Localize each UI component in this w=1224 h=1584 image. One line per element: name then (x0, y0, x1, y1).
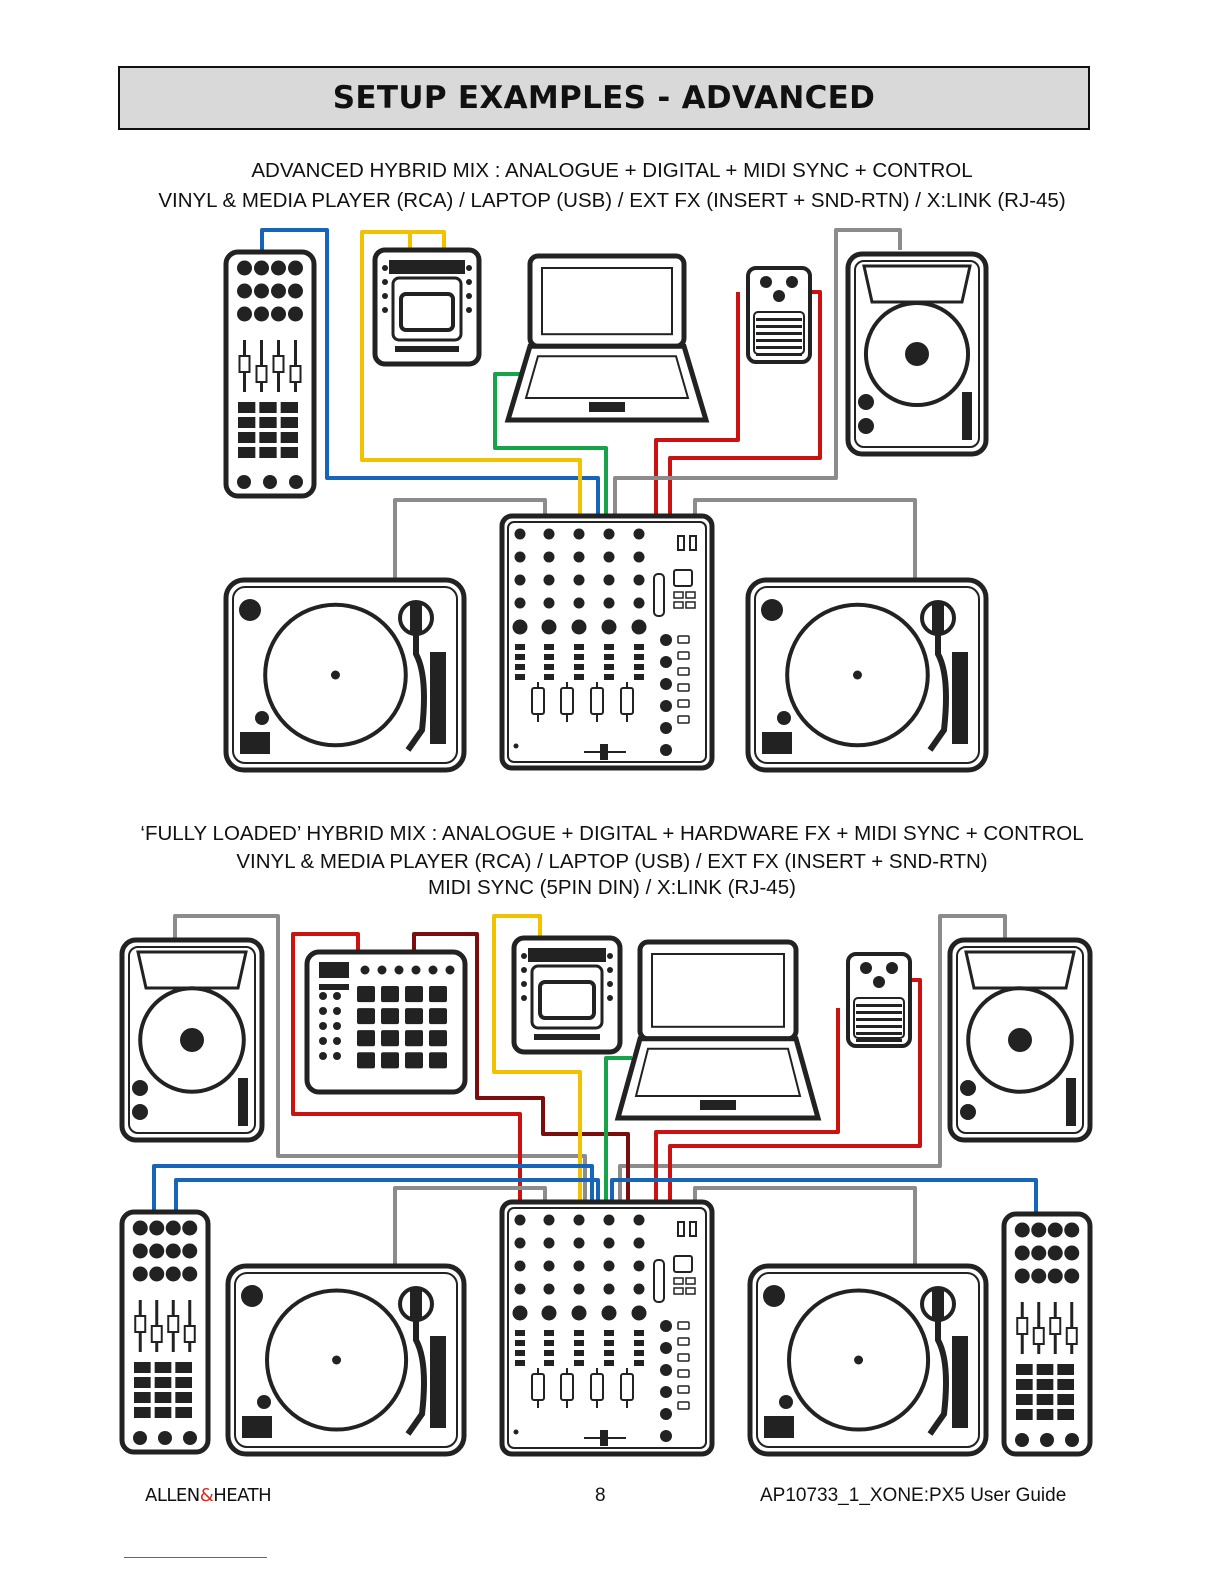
example2-caption-line3: MIDI SYNC (5PIN DIN) / X:LINK (RJ-45) (428, 876, 796, 899)
example2-caption-line2: VINYL & MEDIA PLAYER (RCA) / LAPTOP (USB… (236, 850, 988, 873)
example2-caption-line1: ‘FULLY LOADED’ HYBRID MIX : ANALOGUE + D… (140, 822, 1084, 845)
media-player-icon (372, 247, 482, 367)
speaker-icon (947, 937, 1093, 1143)
controller-icon (119, 1209, 211, 1455)
controller-icon (1001, 1211, 1093, 1457)
fully-loaded-diagram (119, 914, 1093, 1457)
usb-cable (604, 1056, 632, 1202)
mixer-icon (499, 1199, 715, 1457)
speaker-icon (119, 937, 265, 1143)
speaker-out-cable (613, 228, 902, 516)
speaker-icon (845, 251, 989, 457)
laptop-icon (614, 939, 822, 1121)
allen-heath-logo: ALLEN&HEATH (145, 1485, 272, 1506)
insert-send-cable (654, 1008, 840, 1202)
document-id: AP10733_1_XONE:PX5 User Guide (760, 1485, 1067, 1506)
turntable-icon (745, 577, 989, 773)
rca-cable (360, 230, 582, 516)
xlink-left-cable-2 (174, 1178, 600, 1210)
example2-caption: ‘FULLY LOADED’ HYBRID MIX : ANALOGUE + D… (0, 820, 1224, 900)
xlink-right-cable (610, 1178, 1038, 1212)
fx-pedal-icon (846, 952, 912, 1048)
laptop-icon (504, 253, 710, 423)
controller-icon (223, 249, 317, 499)
deck-b-cable (693, 498, 917, 580)
page-number: 8 (595, 1485, 606, 1506)
speaker-right-cable (618, 914, 1007, 1202)
fx-pedal-icon (746, 266, 812, 364)
page-title: SETUP EXAMPLES - ADVANCED (332, 80, 876, 116)
turntable-icon (747, 1263, 989, 1457)
pad-insert-cable (291, 932, 522, 1202)
deck-a-cable (393, 498, 547, 580)
midi-cable (412, 932, 630, 1202)
deck-a-cable (393, 1186, 547, 1266)
media-player-icon (511, 935, 623, 1055)
mixer-icon (499, 513, 715, 771)
example1-caption: ADVANCED HYBRID MIX : ANALOGUE + DIGITAL… (0, 156, 1224, 216)
usb-cable (493, 372, 608, 516)
xlink-cable (260, 228, 600, 516)
turntable-icon (223, 577, 467, 773)
deck-b-cable (693, 1186, 917, 1266)
speaker-left-cable (173, 914, 587, 1202)
insert-return-cable (668, 978, 922, 1202)
example1-caption-line2: VINYL & MEDIA PLAYER (RCA) / LAPTOP (USB… (158, 189, 1066, 212)
xlink-left-cable (152, 1164, 594, 1210)
turntable-icon (225, 1263, 467, 1457)
example1-caption-line1: ADVANCED HYBRID MIX : ANALOGUE + DIGITAL… (251, 159, 973, 182)
rca-cable-2 (410, 230, 446, 250)
page-title-box: SETUP EXAMPLES - ADVANCED (118, 66, 1090, 130)
rca-cable (492, 914, 582, 1202)
advanced-hybrid-diagram (223, 228, 989, 773)
drum-pad-icon (304, 949, 468, 1095)
footnote-rule (124, 1557, 267, 1558)
